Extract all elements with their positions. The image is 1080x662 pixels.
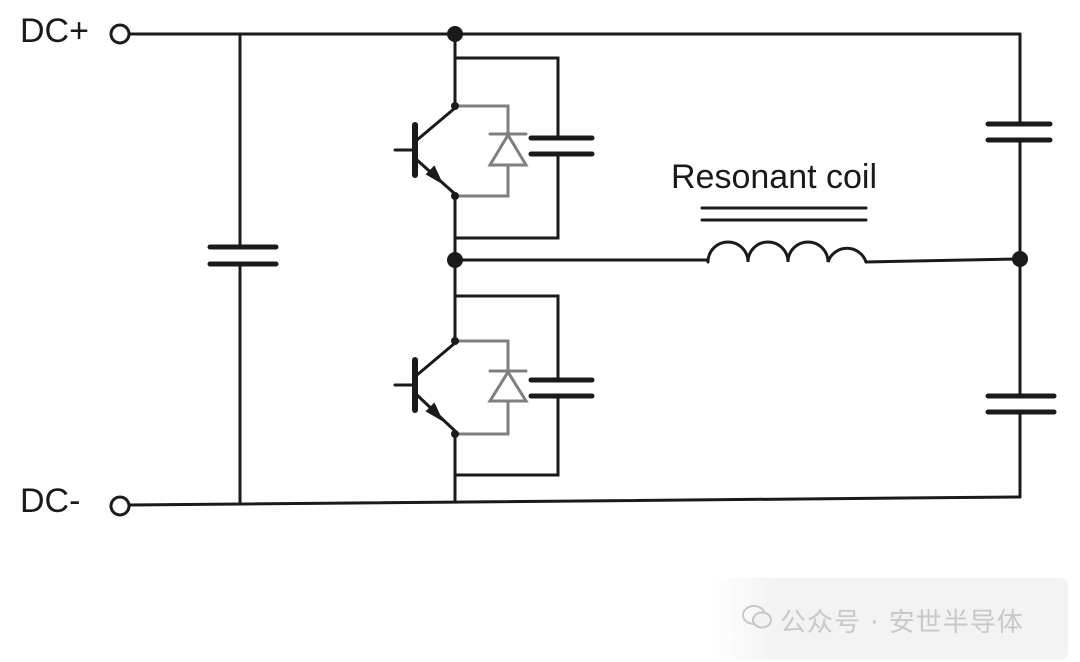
dc-link-capacitor (207, 32, 279, 506)
lower-igbt (393, 341, 457, 433)
junction-dot-top (447, 26, 463, 42)
watermark-text: 公众号 · 安世半导体 (780, 608, 1024, 638)
junction-dot-right (1012, 251, 1028, 267)
dc-minus-label: DC- (20, 482, 81, 520)
upper-diode (453, 104, 529, 198)
resonant-coil-label: Resonant coil (671, 158, 878, 196)
dc-plus-label: DC+ (20, 12, 89, 50)
lower-snubber-capacitor (453, 294, 595, 477)
dc-minus-rail (109, 495, 1022, 517)
junction-dots (447, 26, 1028, 438)
dc-plus-rail (109, 23, 1022, 45)
wechat-icon (742, 605, 772, 629)
resonant-coil (700, 206, 1022, 264)
lower-resonant-capacitor (985, 393, 1057, 499)
lower-diode (453, 339, 529, 436)
upper-igbt (393, 106, 457, 196)
upper-snubber-capacitor (453, 56, 595, 240)
upper-resonant-capacitor (985, 32, 1053, 397)
junction-dot-mid (447, 252, 463, 268)
